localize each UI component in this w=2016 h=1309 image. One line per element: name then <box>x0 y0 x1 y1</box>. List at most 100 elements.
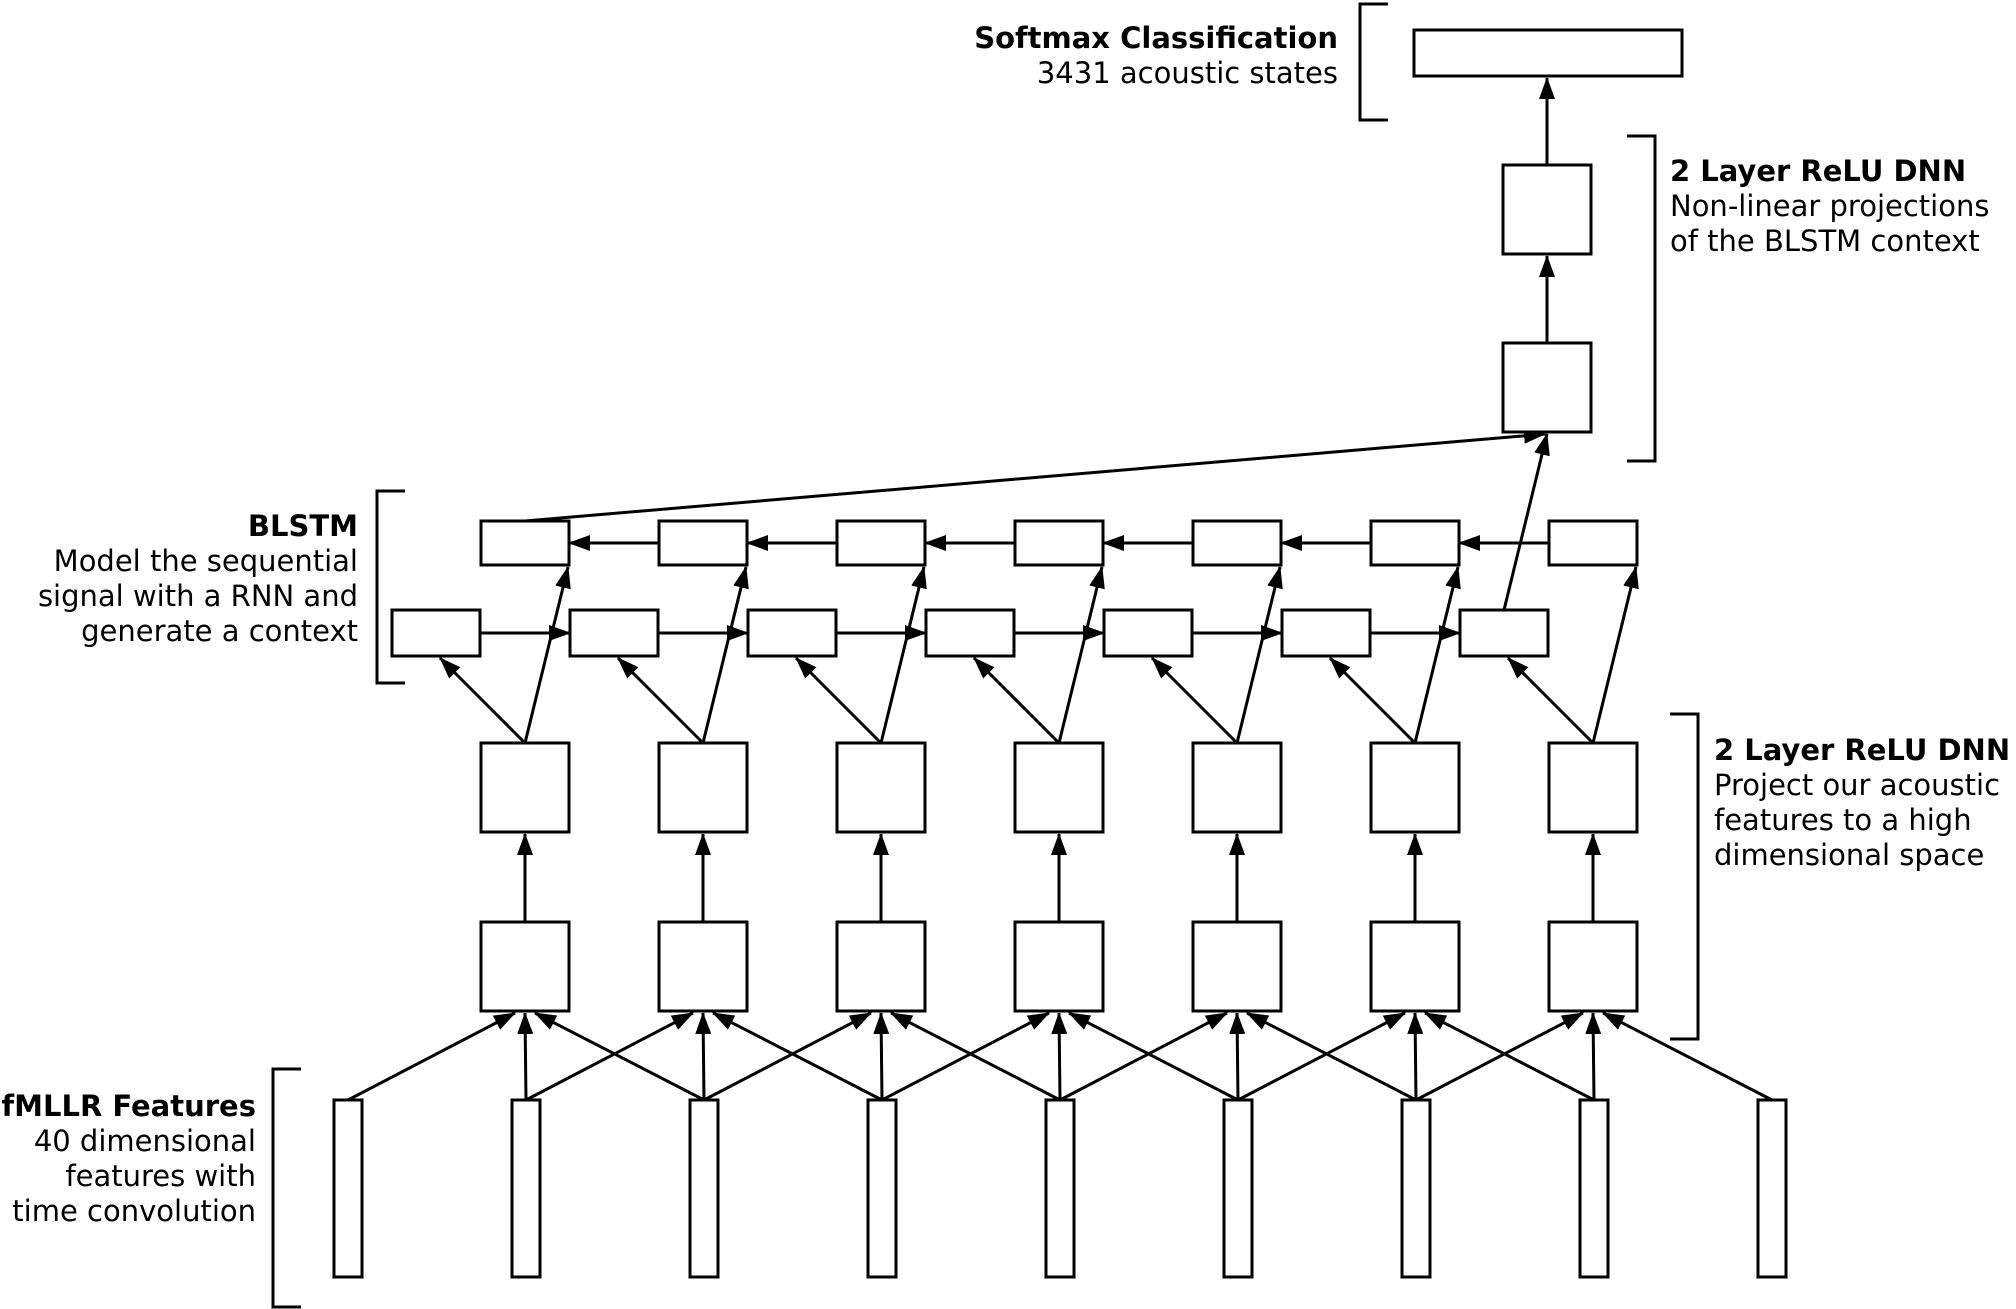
softmax-output-unit <box>1412 28 1684 78</box>
time-conv-edge-1-a <box>347 1011 516 1102</box>
bottom-dnn-layer1-unit-3 <box>835 920 927 1013</box>
blstm-backward-cell-6 <box>1369 519 1461 567</box>
dnn-to-forward-edge-2 <box>616 656 705 745</box>
blstm-forward-cell-2 <box>568 608 660 658</box>
time-conv-edge-5-b <box>1229 1012 1246 1101</box>
blstm-backward-cell-5 <box>1191 519 1283 567</box>
features-desc-line-1: 40 dimensional <box>34 1124 256 1158</box>
dnn-to-backward-edge-1 <box>523 566 571 744</box>
backward-to-top-dnn-edge <box>524 427 1546 523</box>
time-conv-edge-7-b <box>1585 1012 1602 1101</box>
feature-frame-7 <box>1400 1098 1432 1279</box>
time-conv-edge-4-b <box>1051 1012 1068 1101</box>
dnn-to-backward-edge-4 <box>1057 566 1105 744</box>
softmax-desc-line-1: 3431 acoustic states <box>1037 56 1338 90</box>
time-conv-edge-1-c <box>534 1011 705 1102</box>
bottom-dnn-layer1-unit-4 <box>1013 920 1105 1013</box>
bottom-dnn-desc-line-2: features to a high <box>1714 803 1972 837</box>
connections-layer <box>347 77 1773 1102</box>
dnn-to-forward-edge-7 <box>1506 656 1595 745</box>
time-conv-edge-3-b <box>873 1012 890 1101</box>
braces-layer <box>271 2 1700 1309</box>
dnn-to-backward-edge-5 <box>1235 566 1283 744</box>
bottom-dnn-layer2-unit-7 <box>1547 741 1639 834</box>
softmax-title: Softmax Classification <box>974 21 1338 55</box>
features-title: fMLLR Features <box>2 1089 256 1123</box>
bottom-dnn-layer2-unit-1 <box>479 741 571 834</box>
blstm-label: BLSTM Model the sequential signal with a… <box>38 509 358 648</box>
bottom-dnn-label: 2 Layer ReLU DNN Project our acoustic fe… <box>1714 733 2010 872</box>
softmax-label: Softmax Classification 3431 acoustic sta… <box>974 21 1338 90</box>
features-label: fMLLR Features 40 dimensional features w… <box>2 1089 256 1228</box>
features-desc-line-2: features with <box>65 1159 256 1193</box>
dnn-to-forward-edge-6 <box>1328 656 1417 745</box>
bottom-dnn-layer2-unit-2 <box>657 741 749 834</box>
blstm-title: BLSTM <box>248 509 358 543</box>
time-conv-edge-5-a <box>1059 1011 1228 1102</box>
top-dnn-layer2-unit <box>1501 163 1593 256</box>
time-conv-edge-6-b <box>1407 1012 1424 1101</box>
feature-frame-8 <box>1578 1098 1610 1279</box>
blstm-desc-line-2: signal with a RNN and <box>38 579 358 613</box>
bottom-dnn-layer1-unit-2 <box>657 920 749 1013</box>
top-dnn-label: 2 Layer ReLU DNN Non-linear projections … <box>1670 154 1989 258</box>
time-conv-edge-4-a <box>881 1011 1050 1102</box>
softmax-bracket <box>1358 2 1388 122</box>
feature-frame-1 <box>332 1098 364 1279</box>
bottom-dnn-layer2-unit-3 <box>835 741 927 834</box>
time-conv-edge-6-c <box>1424 1011 1595 1102</box>
bottom-dnn-layer2-unit-5 <box>1191 741 1283 834</box>
blstm-forward-cell-4 <box>924 608 1016 658</box>
feature-frame-3 <box>688 1098 720 1279</box>
time-conv-edge-3-a <box>703 1011 872 1102</box>
dnn-to-forward-edge-1 <box>438 656 527 745</box>
bottom-dnn-layer1-unit-6 <box>1369 920 1461 1013</box>
blstm-forward-cell-5 <box>1102 608 1194 658</box>
top-dnn-desc-line-2: of the BLSTM context <box>1670 224 1980 258</box>
blstm-backward-cell-3 <box>835 519 927 567</box>
dnn-to-backward-edge-7 <box>1591 566 1639 744</box>
time-conv-edge-2-a <box>525 1011 694 1102</box>
bottom-dnn-layer1-unit-7 <box>1547 920 1639 1013</box>
time-conv-edge-5-c <box>1246 1011 1417 1102</box>
time-conv-edge-1-b <box>517 1012 534 1101</box>
dnn-to-backward-edge-2 <box>701 566 749 744</box>
time-conv-edge-7-c <box>1602 1011 1773 1102</box>
time-conv-edge-6-a <box>1237 1011 1406 1102</box>
forward-to-top-dnn-edge <box>1502 433 1550 611</box>
blstm-backward-cell-4 <box>1013 519 1105 567</box>
feature-frame-5 <box>1044 1098 1076 1279</box>
blstm-backward-cell-7 <box>1547 519 1639 567</box>
blstm-desc-line-1: Model the sequential <box>54 544 358 578</box>
bottom-dnn-desc-line-1: Project our acoustic <box>1714 768 2000 802</box>
blstm-forward-cell-3 <box>746 608 838 658</box>
blstm-backward-cell-1 <box>479 519 571 567</box>
blstm-backward-cell-2 <box>657 519 749 567</box>
top-dnn-title: 2 Layer ReLU DNN <box>1670 154 1966 188</box>
blstm-forward-cell-6 <box>1280 608 1372 658</box>
feature-frame-4 <box>866 1098 898 1279</box>
top-dnn-bracket <box>1627 134 1657 463</box>
dnn-to-forward-edge-5 <box>1150 656 1239 745</box>
blstm-forward-cell-1 <box>390 608 482 658</box>
feature-frame-2 <box>510 1098 542 1279</box>
features-bracket <box>271 1067 301 1309</box>
dnn-to-forward-edge-3 <box>794 656 883 745</box>
bottom-dnn-layer2-unit-4 <box>1013 741 1105 834</box>
nodes-layer <box>332 28 1788 1279</box>
dnn-to-backward-edge-6 <box>1413 566 1461 744</box>
time-conv-edge-4-c <box>1068 1011 1239 1102</box>
time-conv-edge-7-a <box>1415 1011 1584 1102</box>
time-conv-edge-2-b <box>695 1012 712 1101</box>
dnn-to-backward-edge-3 <box>879 566 927 744</box>
bottom-dnn-desc-line-3: dimensional space <box>1714 838 1984 872</box>
dnn-to-forward-edge-4 <box>972 656 1061 745</box>
bottom-dnn-title: 2 Layer ReLU DNN <box>1714 733 2010 767</box>
time-conv-edge-2-c <box>712 1011 883 1102</box>
blstm-bracket <box>375 489 405 685</box>
top-dnn-desc-line-1: Non-linear projections <box>1670 189 1989 223</box>
bottom-dnn-bracket <box>1670 712 1700 1041</box>
feature-frame-9 <box>1756 1098 1788 1279</box>
time-conv-edge-3-c <box>890 1011 1061 1102</box>
